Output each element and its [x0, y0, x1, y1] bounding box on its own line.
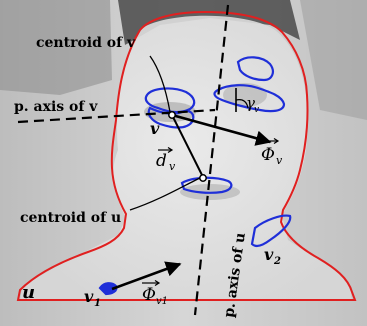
label-v: v	[150, 119, 160, 138]
label-phi-v1-sub: v1	[156, 296, 168, 307]
centroid-u-marker	[200, 175, 206, 181]
label-phi-v: Φ	[261, 145, 275, 165]
label-gamma-sub: v	[254, 105, 259, 115]
label-p-axis-of-v: p. axis of v	[14, 99, 98, 115]
label-phi-v1: Φ	[142, 285, 156, 305]
label-v2-sub: 2	[273, 256, 281, 267]
label-phi-v-sub: v	[276, 154, 283, 167]
label-u: u	[22, 282, 35, 303]
label-v1-sub: 1	[94, 298, 101, 309]
label-v2: v	[264, 245, 274, 264]
label-d: d	[156, 151, 167, 171]
label-centroid-of-u: centroid of u	[20, 210, 121, 226]
label-centroid-of-v: centroid of v	[36, 35, 136, 51]
label-d-sub: v	[169, 160, 176, 173]
centroid-v-marker	[169, 112, 175, 118]
label-v1: v	[84, 287, 94, 306]
